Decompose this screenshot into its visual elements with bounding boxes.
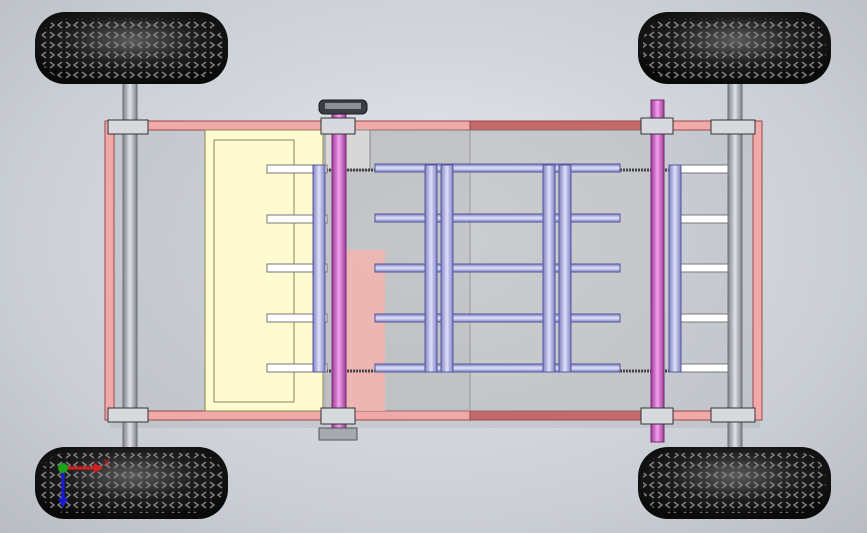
pulley[interactable] — [318, 99, 368, 441]
triad-x-label: X — [103, 458, 110, 469]
wheel-bottom-right[interactable] — [638, 447, 831, 519]
axis-triad: X — [58, 458, 110, 508]
chassis-frame[interactable] — [104, 120, 763, 421]
rear-axle-left[interactable] — [122, 79, 138, 451]
front-axle-right[interactable] — [727, 79, 743, 451]
tine-vertical-tubes[interactable] — [312, 164, 682, 373]
tine-rows[interactable] — [266, 163, 729, 373]
wheel-top-left[interactable] — [35, 12, 228, 84]
bearing-brackets — [107, 117, 756, 425]
drive-shaft-right[interactable] — [650, 99, 665, 443]
wheel-top-right[interactable] — [638, 12, 831, 84]
triad-origin-icon — [58, 463, 68, 473]
drive-shaft-left[interactable] — [331, 111, 347, 431]
